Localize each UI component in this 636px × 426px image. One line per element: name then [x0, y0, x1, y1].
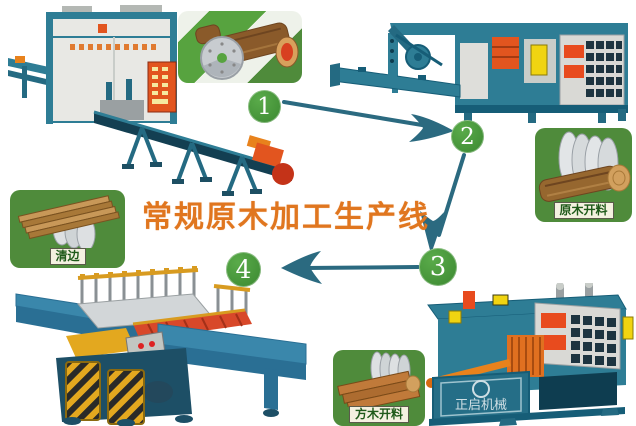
brand-watermark: 正启机械	[455, 398, 507, 413]
machine-edge-trimming-saw-photo	[15, 266, 307, 426]
machine-log-multiblade-saw-photo	[330, 23, 628, 123]
arrow-2-to-3	[437, 153, 466, 237]
square-timber-image	[337, 351, 421, 413]
step-3-badge: 3	[419, 248, 457, 286]
step-2-badge: 2	[451, 120, 484, 153]
step-4-badge: 4	[226, 252, 261, 287]
step-1-badge: 1	[248, 90, 281, 123]
inset-label: 原木开料	[553, 202, 614, 219]
diagram-title: 常规原木加工生产线	[142, 200, 430, 235]
inset-edge-trimming: 清边	[10, 190, 125, 268]
inset-label: 方木开料	[348, 406, 410, 423]
log-multi-blade-image	[538, 131, 631, 202]
edge-trim-image	[17, 195, 120, 252]
machine-square-timber-saw-photo: 正启机械	[426, 283, 634, 426]
inset-log-cutting: 原木开料	[535, 128, 632, 222]
inset-label: 清边	[49, 248, 86, 265]
inset-square-cutting: 方木开料	[333, 350, 425, 426]
machine-log-crosscut-saw-photo	[8, 5, 294, 196]
inset-log-crosscut	[178, 11, 302, 83]
log-crosscut-image	[195, 22, 299, 80]
